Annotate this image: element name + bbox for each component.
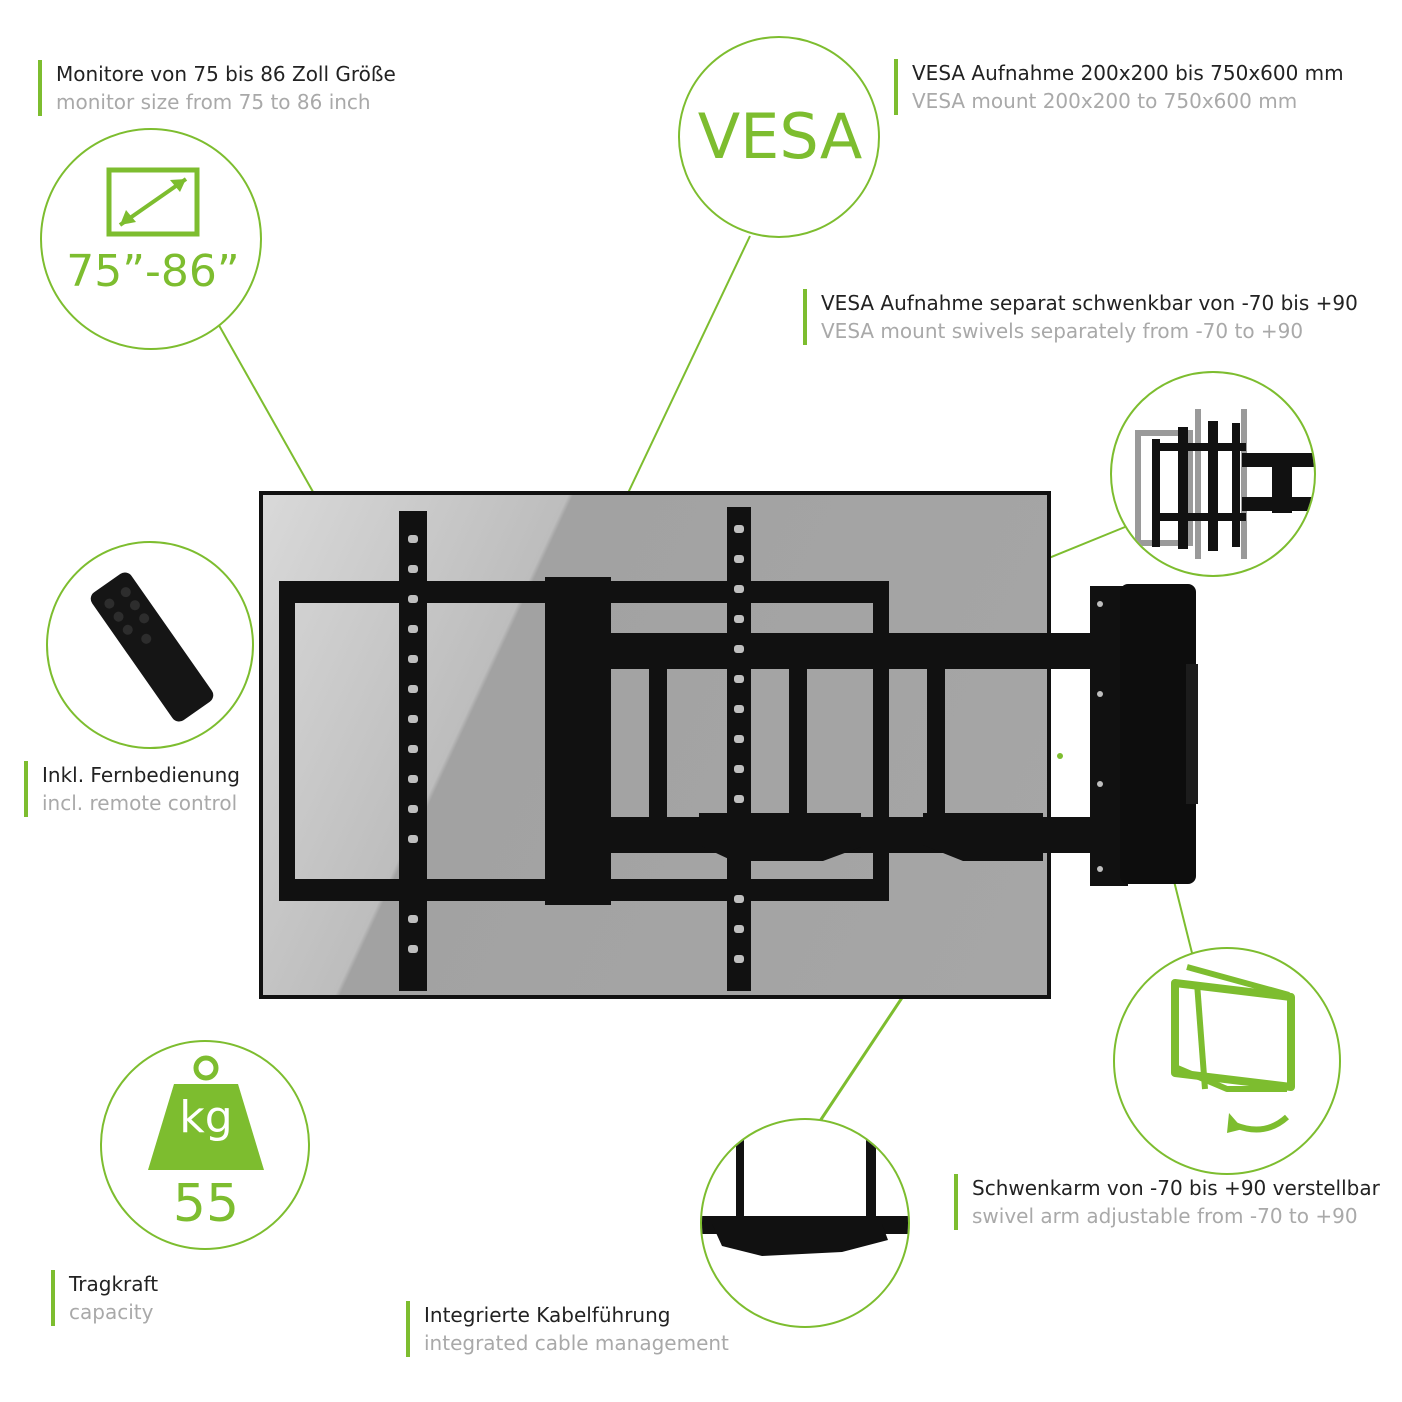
rotation-icon bbox=[1171, 964, 1295, 1133]
remote-control-badge bbox=[46, 541, 254, 749]
feature-vesa-mount: VESA Aufnahme 200x200 bis 750x600 mm VES… bbox=[894, 59, 1344, 115]
feature-remote: Inkl. Fernbedienung incl. remote control bbox=[24, 761, 240, 817]
feature-label-de: Schwenkarm von -70 bis +90 verstellbar bbox=[972, 1176, 1380, 1200]
feature-label-en: capacity bbox=[69, 1300, 154, 1324]
capacity-badge: kg 55 bbox=[100, 1040, 310, 1250]
wall-mount-bracket bbox=[279, 507, 1171, 991]
feature-label-en: VESA mount swivels separately from -70 t… bbox=[821, 319, 1304, 343]
feature-label-de: Monitore von 75 bis 86 Zoll Größe bbox=[56, 62, 396, 86]
remote-control-image bbox=[90, 572, 214, 722]
feature-label-de: VESA Aufnahme separat schwenkbar von -70… bbox=[821, 291, 1358, 315]
swivel-arm-badge bbox=[1113, 947, 1341, 1175]
screen-size-badge: 75”-86” bbox=[40, 128, 262, 350]
feature-label-en: VESA mount 200x200 to 750x600 mm bbox=[912, 89, 1298, 113]
vesa-badge: VESA bbox=[678, 36, 880, 238]
vesa-label: VESA bbox=[697, 100, 863, 173]
feature-monitor-size: Monitore von 75 bis 86 Zoll Größe monito… bbox=[38, 60, 396, 116]
vesa-swivel-detail-image bbox=[1135, 409, 1314, 559]
feature-label-en: integrated cable management bbox=[424, 1331, 729, 1355]
feature-capacity: Tragkraft capacity bbox=[51, 1270, 158, 1326]
feature-cable-management: Integrierte Kabelführung integrated cabl… bbox=[406, 1301, 729, 1357]
feature-label-de: Integrierte Kabelführung bbox=[424, 1303, 671, 1327]
feature-label-en: monitor size from 75 to 86 inch bbox=[56, 90, 371, 114]
weight-value: 55 bbox=[172, 1174, 240, 1234]
cable-management-image bbox=[702, 1120, 908, 1256]
vesa-swivel-detail-badge bbox=[1110, 371, 1316, 577]
wall-plate-motor bbox=[1090, 584, 1198, 886]
feature-label-de: Inkl. Fernbedienung bbox=[42, 763, 240, 787]
feature-swivel-arm: Schwenkarm von -70 bis +90 verstellbar s… bbox=[954, 1174, 1380, 1230]
feature-label-de: Tragkraft bbox=[69, 1272, 159, 1296]
cable-management-badge bbox=[700, 1118, 910, 1328]
screen-size-range: 75”-86” bbox=[66, 246, 240, 297]
weight-icon bbox=[148, 1055, 264, 1170]
feature-vesa-swivel: VESA Aufnahme separat schwenkbar von -70… bbox=[803, 289, 1358, 345]
feature-label-en: incl. remote control bbox=[42, 791, 238, 815]
tv-product-image bbox=[259, 491, 1171, 999]
feature-label-en: swivel arm adjustable from -70 to +90 bbox=[972, 1204, 1358, 1228]
screen-diagonal-icon bbox=[106, 167, 200, 237]
feature-label-de: VESA Aufnahme 200x200 bis 750x600 mm bbox=[912, 61, 1344, 85]
weight-unit: kg bbox=[179, 1092, 233, 1143]
